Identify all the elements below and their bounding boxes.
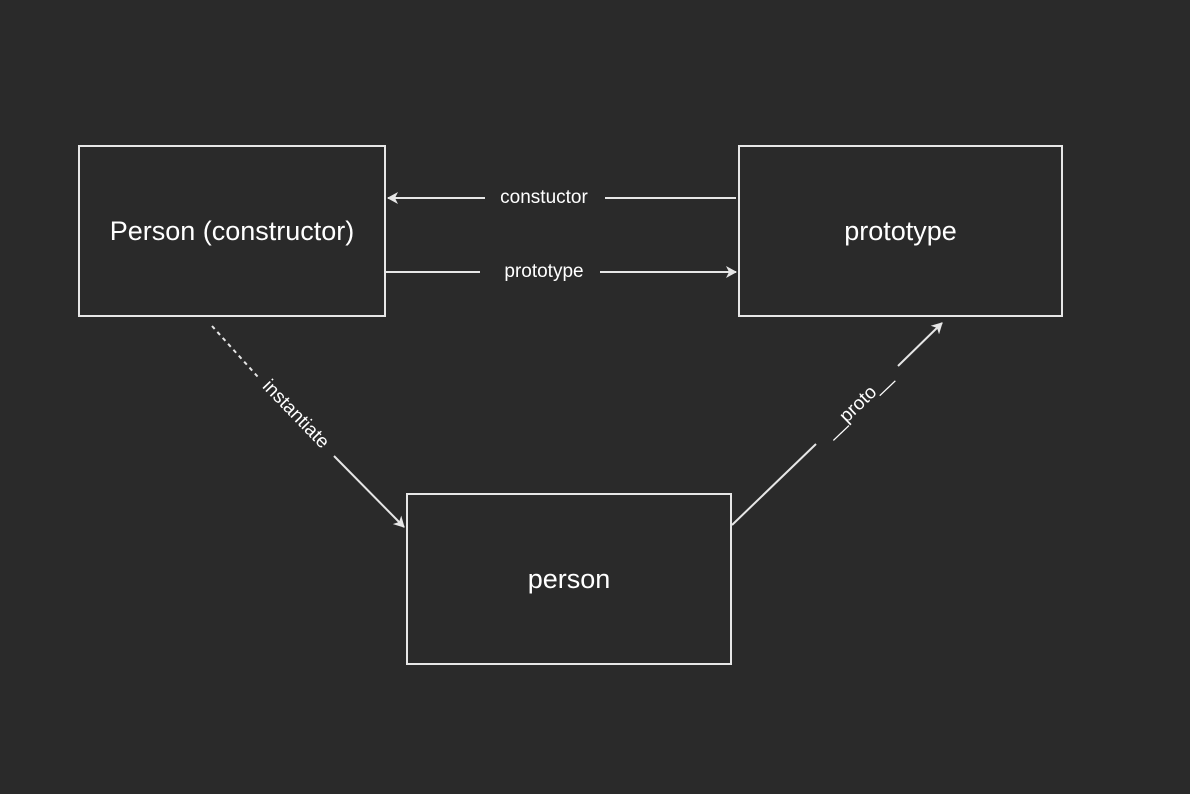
edge-prototype-label: prototype — [504, 261, 583, 282]
edge-constructor[interactable]: constuctor — [387, 187, 736, 208]
edge-proto-label: __proto__ — [820, 367, 897, 443]
edge-proto-line-lower — [731, 443, 817, 526]
edge-proto-arrow — [897, 322, 943, 367]
node-person-constructor-label: Person (constructor) — [109, 215, 355, 246]
edge-instantiate-label: instantiate — [258, 376, 333, 453]
edge-prototype[interactable]: prototype — [386, 261, 737, 282]
node-person-instance-label: person — [527, 563, 611, 594]
edge-instantiate-dashed-line — [211, 325, 259, 378]
edge-instantiate[interactable]: instantiate — [211, 325, 405, 528]
edge-instantiate-arrow — [333, 455, 405, 528]
node-prototype[interactable]: prototype — [738, 145, 1063, 317]
node-person-instance[interactable]: person — [406, 493, 732, 665]
node-prototype-label: prototype — [844, 215, 957, 246]
node-person-constructor[interactable]: Person (constructor) — [78, 145, 386, 317]
edge-proto[interactable]: __proto__ — [731, 322, 943, 526]
edge-constructor-label: constuctor — [500, 187, 588, 208]
